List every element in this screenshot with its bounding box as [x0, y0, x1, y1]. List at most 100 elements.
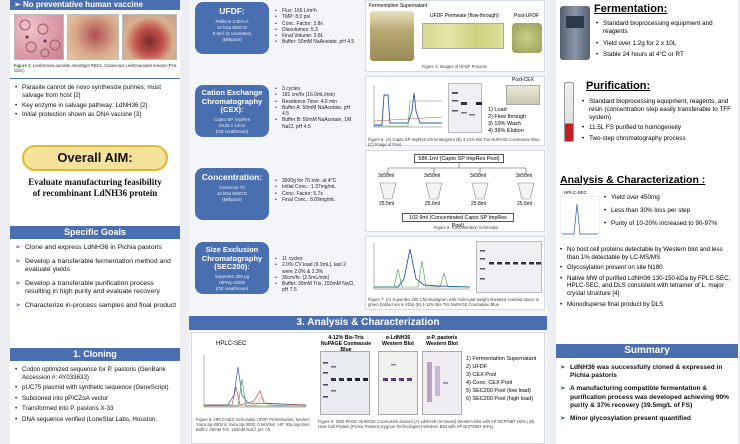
list-item: 4) 36% Elution: [488, 128, 524, 134]
list-item: 3 cycles: [275, 86, 355, 93]
goals-header: Specific Goals: [10, 226, 180, 239]
list-item: DNA sequence verified (LoneStar Labs, Ho…: [15, 416, 178, 424]
post-cex-label: Post-CEX: [512, 77, 534, 83]
concentration-schematic-panel: 586.1ml (Capto SP ImpRes Pool) 3x50ml 3x…: [365, 150, 545, 232]
list-item: Subcloned into pPICZαA vector: [15, 395, 178, 403]
list-item: Final Volume: 3.8L: [275, 33, 355, 40]
list-item: 3500g for 70 min. at 4°C: [275, 178, 355, 185]
cloning-list: Codon optimized sequence for P. pastoris…: [15, 366, 178, 424]
fig6-caption: Figure 6: Concentration Schematic: [434, 225, 499, 230]
ldnh36-western-image: [378, 351, 418, 415]
list-item: Parasite cannot de novo synthesize purin…: [15, 84, 177, 100]
lesion-image-2: [122, 14, 177, 60]
sec-chromatogram: [368, 239, 472, 295]
gel3-title: α-P. pastoris Western Blot: [426, 335, 458, 347]
list-item: 2) Flow through: [488, 114, 527, 120]
list-item: Codon optimized sequence for P. pastoris…: [15, 366, 178, 381]
conc-final-label: 102.9ml (Concentrated Capto SP ImpRes Po…: [402, 213, 514, 229]
list-item: Residence Time: 4.0 min: [275, 99, 355, 106]
list-item: Yield over 450mg: [604, 194, 734, 202]
divider: [10, 78, 180, 79]
column-tube-image: [564, 82, 574, 142]
conc-volume-label: 25.6ml: [425, 201, 441, 207]
conc-volume-label: 25.6ml: [517, 201, 533, 207]
purification-bullets: Standard bioprocessing equipment, reagen…: [582, 98, 734, 143]
step-ufdf-box: UFDF: Pellicon 2 BIO-A 10 kDa MWCO 0.5m²…: [195, 2, 269, 54]
list-item: Standard bioprocessing equipment, reagen…: [582, 98, 734, 121]
list-item: 3) CEX Pool: [466, 372, 497, 378]
hplc-sec-chart: [198, 351, 308, 413]
list-item: Transformed into P. pastoris X-33: [15, 405, 178, 413]
analysis-characterization-header: Analysis & Characterization :: [560, 174, 706, 186]
conc-tube-label: 3x50ml: [424, 173, 441, 179]
list-item: Conc. Factor: 3.8x: [275, 21, 355, 28]
middle-column: UFDF: Pellicon 2 BIO-A 10 kDa MWCO 0.5m²…: [189, 0, 547, 444]
step-title: Concentration:: [201, 172, 263, 182]
fermenter-image: [560, 6, 590, 60]
list-item: 2) UFDF: [466, 364, 488, 370]
step-concentration-params: 3500g for 70 min. at 4°C Initial Conc.: …: [275, 178, 355, 203]
list-item: Initial protection shown as DNA vaccine …: [15, 111, 177, 119]
list-item: Develop a transferable fermentation meth…: [15, 258, 178, 275]
cex-legend: 1) Load 2) Flow through 3) 10% Wash 4) 3…: [488, 107, 526, 135]
list-item: Characterize in-process samples and fina…: [15, 302, 178, 311]
list-item: Buffer: 30mM Tris, 150mM NaCl, pH 7.5: [275, 281, 357, 294]
vaccine-header: ➢ No preventative human vaccine: [14, 0, 143, 9]
analysis-sub-bullets: Yield over 450mg Less than 30% loss per …: [604, 194, 734, 227]
list-item: pUC75 plasmid with synthetic sequence (G…: [15, 384, 178, 392]
coomassie-gel-bands: [323, 362, 368, 398]
conc-volume-label: 25.5ml: [379, 201, 395, 207]
lesion-image-1: [67, 14, 119, 60]
list-item: Purity of 10-20% increased to 90-97%: [604, 220, 734, 228]
ufdf-perm-label: UFDF Permeate (flow-through): [430, 13, 499, 19]
vaccine-header-text: No preventative human vaccine: [22, 0, 143, 9]
ferm-label: Fermentation Supernatant: [369, 3, 428, 9]
list-item: 11 cycles: [275, 256, 357, 263]
list-item: Minor glycosylation present quantified: [560, 415, 736, 423]
ufdf-images-panel: Fermentation Supernatant UFDF Permeate (…: [365, 0, 545, 72]
step-cex-params: 3 cycles 181 cm/hr (16.0mL/min) Residenc…: [275, 86, 355, 130]
left-column: ➢ No preventative human vaccine Figure 1…: [10, 0, 180, 444]
list-item: 5) SEC200 Pool (low load): [466, 388, 531, 394]
step-ufdf-params: Flux: 166 L/m²h TMP: 8.0 psi Conc. Facto…: [275, 8, 355, 46]
list-item: Buffer A: 50mM NaAcetate, pH 4.5: [275, 105, 355, 118]
list-item: Final Conc.: 8.09mg/mL: [275, 197, 355, 204]
post-cex-image: [506, 85, 540, 105]
post-ufdf-image: [512, 23, 542, 53]
list-item: TMP: 8.0 psi: [275, 14, 355, 21]
list-item: 1) Load: [488, 107, 507, 113]
ufdf-perm-image: [422, 23, 504, 49]
cex-figure-panel: Post-CEX 1) Load 2) Flow through 3) 10% …: [365, 76, 545, 147]
list-item: Key enzyme in salvage pathway: LdNH36 [2…: [15, 102, 177, 110]
fermentation-bullets: Standard bioprocessing equipment and rea…: [596, 20, 734, 59]
list-item: 3) 10% Wash: [488, 121, 521, 127]
fig4-caption: Figure 4: Images of UFDF Process: [422, 64, 487, 69]
post-ufdf-label: Post-UFDF: [514, 13, 539, 19]
aim-title-banner: Overall AIM:: [22, 145, 168, 171]
list-item: Conc. Factor: 5.7x: [275, 191, 355, 198]
rbc-image: [14, 14, 64, 60]
conc-volume-label: 25.8ml: [471, 201, 487, 207]
step-sub: Centricon 70 10 kDa MWCO (Millipore): [216, 185, 248, 202]
conc-tubes-graphic: [379, 163, 535, 200]
fig1-caption-text: Leishmania parasite amastigot RBCs, Cuta…: [14, 63, 177, 73]
conc-pool-label: 586.1ml (Capto SP ImpRes Pool): [414, 154, 504, 163]
pastoris-western-bands: [427, 362, 448, 402]
cloning-header: 1. Cloning: [10, 348, 180, 361]
aim-text: Evaluate manufacturing feasibility of re…: [28, 177, 162, 198]
list-item: 1) Fermentation Supernatant: [466, 356, 537, 362]
cex-gel-bands: [452, 92, 482, 116]
cex-chromatogram: [368, 81, 444, 133]
step-concentration-box: Concentration: Centricon 70 10 kDa MWCO …: [195, 168, 269, 220]
sec-figure-panel: Figure 7: (A) Superdex 200 Chromatogram …: [365, 236, 545, 310]
conc-tube-label: 3x50ml: [470, 173, 487, 179]
list-item: A manufacturing compatible fermentation …: [560, 385, 736, 410]
fig1-caption-label: Figure 1:: [14, 63, 32, 68]
summary-header: Summary: [556, 344, 738, 358]
step-cex-box: Cation Exchange Chromatography (CEX): Ca…: [195, 85, 269, 137]
list-item: 181 cm/hr (16.0mL/min): [275, 92, 355, 99]
fermentation-header: Fermentation:: [594, 3, 668, 15]
fig8-caption: Figure 8: HPLC-SEC Schematic UFDF Prelim…: [196, 417, 311, 432]
step-title: Size Exclusion Chromatography (SEC200):: [201, 245, 263, 271]
list-item: Stable 24 hours at 4°C or RT: [596, 51, 734, 59]
